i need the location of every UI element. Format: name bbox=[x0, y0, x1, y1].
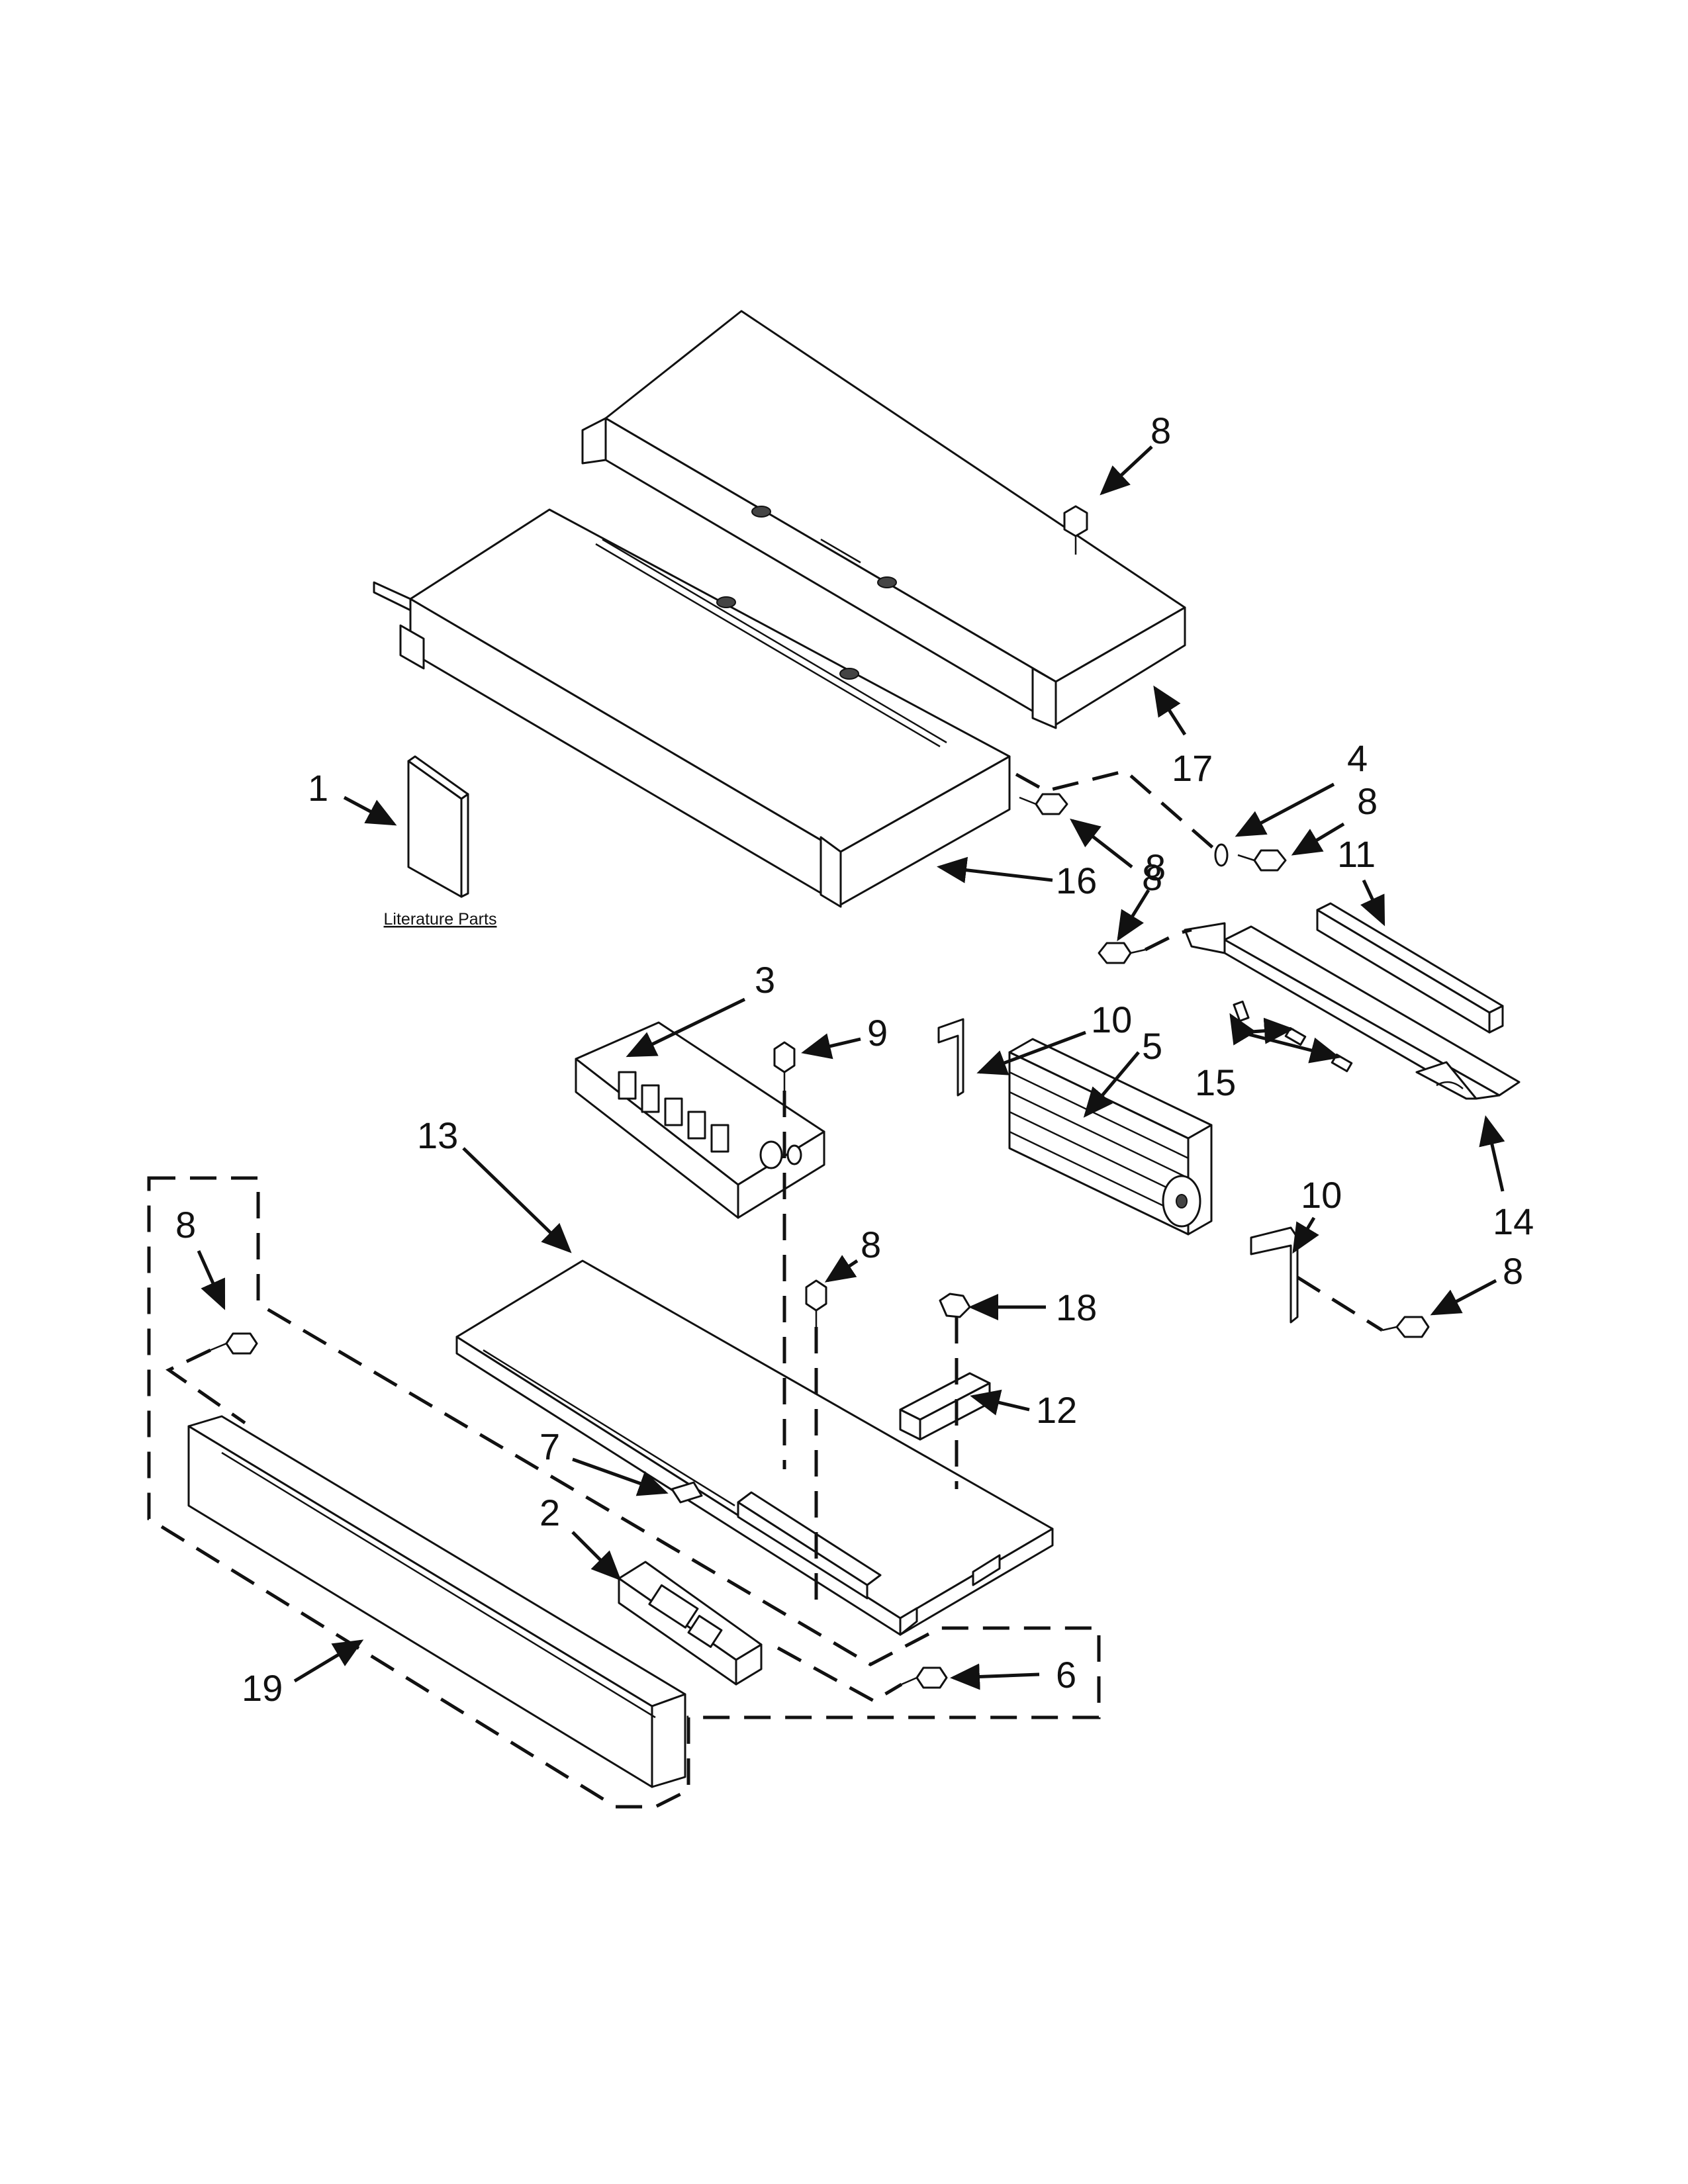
callout-8-top: 8 bbox=[1150, 410, 1171, 451]
control-panel-base bbox=[455, 1259, 1054, 1636]
callout-6: 6 bbox=[1056, 1654, 1076, 1696]
screw-left bbox=[210, 1332, 258, 1355]
screw-base-center bbox=[805, 1279, 827, 1327]
screw-panel-side bbox=[1019, 793, 1068, 815]
upper-top-panel bbox=[581, 310, 1186, 729]
callout-1: 1 bbox=[308, 767, 328, 809]
callout-10-lower: 10 bbox=[1301, 1174, 1342, 1216]
callout-17: 17 bbox=[1172, 747, 1213, 789]
callout-8-bracket: 8 bbox=[1142, 856, 1162, 898]
tangential-fan bbox=[1008, 1038, 1213, 1236]
callout-8-washer: 8 bbox=[1357, 780, 1378, 822]
terminal-block bbox=[899, 1372, 991, 1441]
callout-8-lower-right: 8 bbox=[1503, 1250, 1523, 1292]
callout-12: 12 bbox=[1036, 1389, 1077, 1431]
callout-19: 19 bbox=[242, 1667, 283, 1709]
literature-caption: Literature Parts bbox=[384, 910, 497, 929]
fan-bracket bbox=[1184, 922, 1521, 1100]
clip bbox=[671, 1481, 703, 1504]
foam-strip bbox=[1316, 902, 1504, 1034]
callout-9: 9 bbox=[867, 1012, 888, 1054]
callout-13: 13 bbox=[417, 1115, 458, 1156]
bracket-upper bbox=[937, 1018, 964, 1097]
callout-8-panel: 8 bbox=[1145, 846, 1166, 888]
front-trim bbox=[187, 1415, 686, 1788]
callout-2: 2 bbox=[539, 1492, 560, 1533]
lower-top-panel bbox=[373, 508, 1011, 908]
callout-11: 11 bbox=[1337, 833, 1376, 875]
bracket-lower bbox=[1250, 1226, 1299, 1324]
callout-5: 5 bbox=[1142, 1025, 1162, 1067]
screw-bracket bbox=[1098, 942, 1146, 964]
callout-labels: 8 17 1 16 8 4 8 11 8 3 9 10 5 15 14 13 1… bbox=[175, 410, 1534, 1709]
callout-14: 14 bbox=[1493, 1201, 1534, 1242]
callout-18: 18 bbox=[1056, 1287, 1097, 1328]
callout-7: 7 bbox=[539, 1426, 560, 1467]
screw-part-9 bbox=[773, 1041, 796, 1091]
screw-washer bbox=[1237, 849, 1287, 872]
callout-10-upper: 10 bbox=[1091, 999, 1132, 1040]
hex-nut bbox=[939, 1293, 971, 1318]
callout-15: 15 bbox=[1195, 1062, 1236, 1103]
screw-lower-right bbox=[1382, 1316, 1430, 1338]
leader-arrows bbox=[197, 445, 1505, 1690]
washer-part-4 bbox=[1214, 843, 1229, 867]
screw-top-panel bbox=[1063, 505, 1088, 555]
user-interface-board bbox=[618, 1561, 763, 1686]
callout-8-left: 8 bbox=[175, 1204, 196, 1246]
callout-8-base: 8 bbox=[861, 1224, 881, 1265]
connection-lines bbox=[147, 769, 1383, 1809]
screw-part-6 bbox=[901, 1666, 948, 1689]
callout-4: 4 bbox=[1347, 737, 1368, 779]
literature-booklet: Literature Parts bbox=[384, 755, 497, 929]
callout-3: 3 bbox=[755, 959, 775, 1001]
callout-16: 16 bbox=[1056, 860, 1097, 901]
relay-control-board bbox=[575, 1021, 825, 1219]
